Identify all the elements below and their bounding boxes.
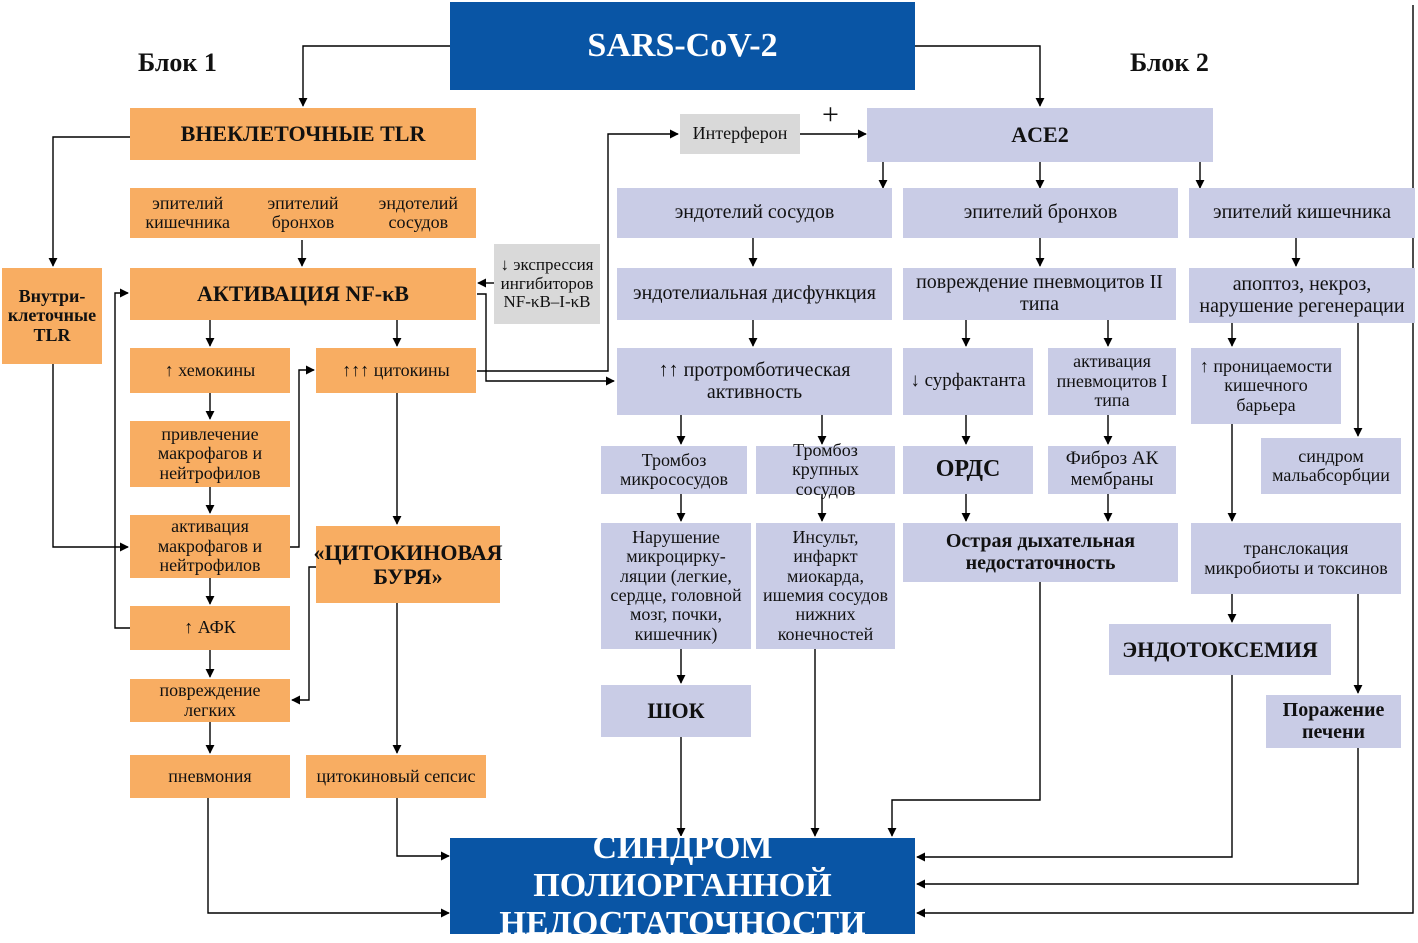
ards-box: ОРДС xyxy=(903,446,1033,494)
afk-box: ↑ АФК xyxy=(130,606,290,650)
tlr-cell-types-box: эпителий кишечника эпителий бронхов эндо… xyxy=(130,188,476,238)
pneumonia-box: пневмония xyxy=(130,755,290,798)
endotoxemia-box: ЭНДОТОКСЕМИЯ xyxy=(1109,624,1331,675)
shock-box: ШОК xyxy=(601,685,751,737)
interferon-box: Интерферон xyxy=(680,114,800,154)
nf-kb-activation-box: АКТИВАЦИЯ NF-κB xyxy=(130,268,476,320)
microvessel-thrombosis-box: Тромбоз микрососудов xyxy=(601,446,747,494)
cytokines-box: ↑↑↑ цитокины xyxy=(316,348,476,393)
lung-damage-box: повреждение легких xyxy=(130,679,290,722)
extracellular-tlr-box: ВНЕКЛЕТОЧНЫЕ TLR xyxy=(130,108,476,160)
pneumocyte-damage-box: повреждение пневмоцитов II типа xyxy=(903,268,1176,320)
prothrombotic-box: ↑↑ протромботическая активность xyxy=(617,348,892,415)
macrophage-activation-box: активация макрофагов и нейтрофилов xyxy=(130,515,290,578)
surfactant-box: ↓ сурфактанта xyxy=(903,348,1033,415)
ace2-intestinal-box: эпителий кишечника xyxy=(1189,188,1415,238)
chemokines-box: ↑ хемокины xyxy=(130,348,290,393)
inhibitor-expression-box: ↓ экспрессия ингибиторов NF-κB–I-κB xyxy=(494,244,600,324)
plus-sign: + xyxy=(822,98,839,131)
block-2-label: Блок 2 xyxy=(1130,48,1209,77)
macrophage-recruitment-box: привлечение макрофагов и нейтрофилов xyxy=(130,421,290,487)
apoptosis-box: апоптоз, некроз, нарушение регенерации xyxy=(1189,268,1415,323)
block-1-label: Блок 1 xyxy=(138,48,217,77)
multiple-organ-failure-box: СИНДРОМ ПОЛИОРГАННОЙ НЕДОСТАТОЧНОСТИ xyxy=(450,829,915,942)
translocation-box: транслокация микробиоты и токсинов xyxy=(1191,523,1401,594)
ace2-endothelium-box: эндотелий сосудов xyxy=(617,188,892,238)
intracellular-tlr-box: Внутри-клеточные TLR xyxy=(2,268,102,364)
ace2-box: ACE2 xyxy=(867,108,1213,162)
ace2-bronchial-box: эпителий бронхов xyxy=(903,188,1178,238)
stroke-infarction-box: Инсульт, инфаркт миокарда, ишемия сосудо… xyxy=(756,523,895,649)
endothelial-dysfunction-box: эндотелиальная дисфункция xyxy=(617,268,892,320)
fibrosis-box: Фиброз АК мембраны xyxy=(1048,446,1176,494)
microcirculation-box: Нарушение микроцирку-ляции (легкие, серд… xyxy=(601,523,751,649)
intestinal-permeability-box: ↑ проницаемости кишечного барьера xyxy=(1191,348,1341,424)
vascular-endothelium-label: эндотелий сосудов xyxy=(378,192,459,232)
liver-damage-box: Поражение печени xyxy=(1266,695,1401,748)
bronchial-epithelium-label: эпителий бронхов xyxy=(267,192,339,232)
respiratory-failure-box: Острая дыхательная недостаточность xyxy=(903,523,1178,582)
sars-cov-2-box: SARS-CoV-2 xyxy=(450,2,915,90)
pneumocyte-activation-box: активация пневмоцитов I типа xyxy=(1048,348,1176,415)
intestinal-epithelium-label: эпителий кишечника xyxy=(145,192,230,232)
large-vessel-thrombosis-box: Тромбоз крупных сосудов xyxy=(756,440,895,498)
cytokine-storm-box: «ЦИТОКИНОВАЯ БУРЯ» xyxy=(313,526,503,603)
cytokine-sepsis-box: цитокиновый сепсис xyxy=(306,755,486,798)
malabsorption-box: синдром мальабсорбции xyxy=(1261,438,1401,494)
